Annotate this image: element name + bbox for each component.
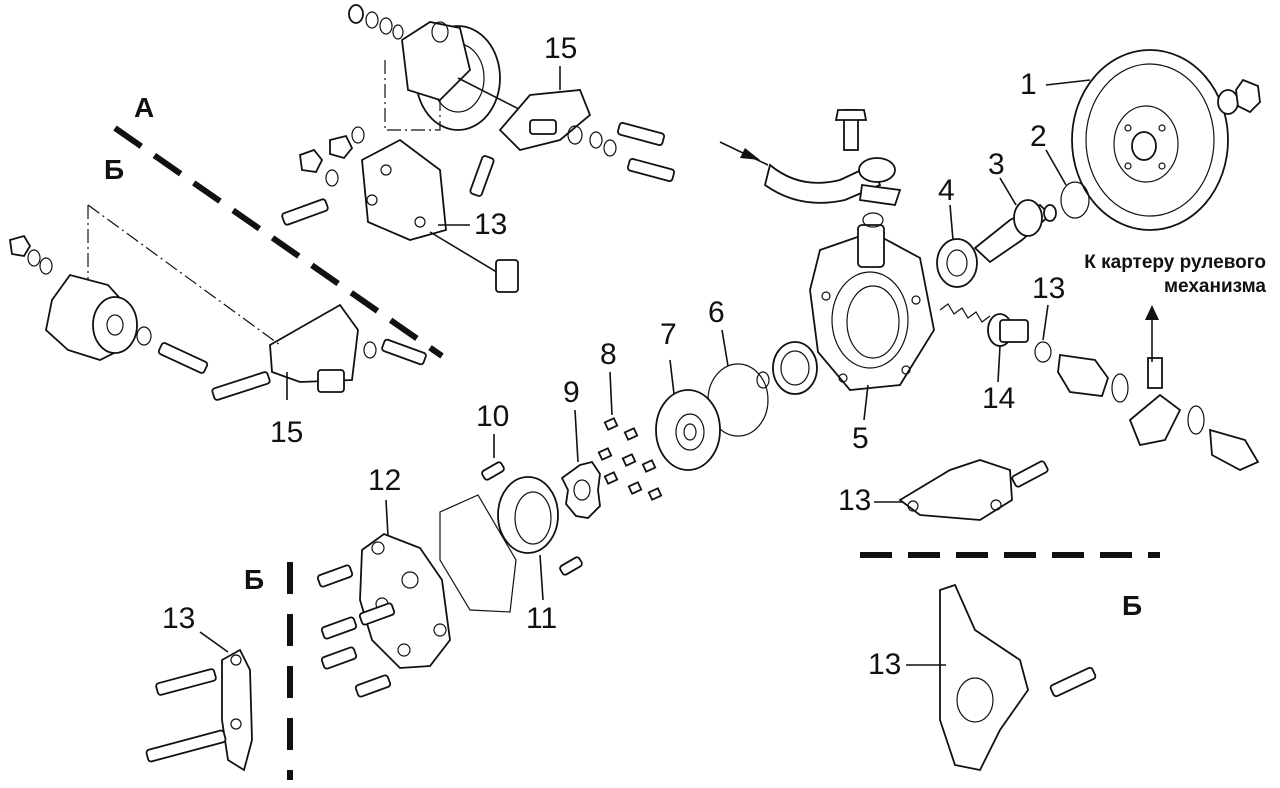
- label-10: 10: [476, 400, 510, 433]
- leader-3: [999, 177, 1017, 206]
- leader-11: [539, 554, 544, 601]
- bracket-top-13: [281, 126, 519, 293]
- section-label-b-mid: Б: [244, 564, 265, 595]
- dowel-pin-lower: [559, 556, 583, 576]
- label-12: 12: [368, 464, 402, 497]
- flow-arrow-shaft: [719, 141, 769, 166]
- label-14: 14: [982, 382, 1016, 415]
- pump-assembly-left: [8, 234, 209, 374]
- leader-7: [669, 359, 675, 395]
- label-4: 4: [938, 174, 955, 207]
- assembly-line-top: [384, 60, 441, 131]
- bracket-left-15: [211, 303, 427, 401]
- drive-shaft: [973, 199, 1057, 264]
- callout-line-2: механизма: [1163, 275, 1266, 297]
- pulley: [1071, 49, 1229, 231]
- leader-13-left: [199, 631, 229, 653]
- steering-gear-callout: К картеру рулевого механизма: [1084, 251, 1266, 299]
- label-13-bracket-top: 13: [474, 208, 508, 241]
- leader-8: [609, 371, 613, 416]
- flow-control-valve: [939, 303, 1052, 363]
- flow-arrow-head: [740, 148, 760, 160]
- outlet-arrow-head: [1145, 305, 1159, 320]
- section-label-b-right: Б: [1122, 590, 1143, 621]
- top-washers: [348, 4, 404, 40]
- leader-9: [574, 409, 579, 463]
- o-ring-small: [756, 371, 770, 389]
- cover-bolts: [316, 564, 396, 698]
- oil-seal: [936, 238, 978, 288]
- pulley-nut: [1217, 78, 1261, 115]
- gasket: [439, 494, 517, 613]
- label-15-left: 15: [270, 416, 304, 449]
- plate-right-bottom: [939, 583, 1097, 772]
- bracket-top-15: [498, 89, 675, 182]
- pump-assembly-top: [401, 21, 561, 131]
- section-divider-a-b: [113, 125, 444, 359]
- assembly-line-left-2: [87, 204, 281, 346]
- label-13-plate-right: 13: [868, 648, 902, 681]
- pressure-plate: [655, 389, 721, 471]
- section-label-b-top: Б: [104, 154, 125, 185]
- leader-13-union: [1042, 304, 1049, 341]
- rotor: [560, 460, 601, 519]
- pump-vanes: [597, 417, 663, 501]
- outlet-union: [1057, 353, 1260, 472]
- cam-ring: [497, 476, 559, 554]
- dowel-pin: [481, 461, 505, 481]
- snap-ring: [1060, 181, 1090, 219]
- leader-1: [1045, 79, 1091, 86]
- suction-hose: [763, 109, 902, 228]
- leader-2: [1045, 149, 1067, 186]
- rear-cover: [359, 532, 451, 669]
- label-9: 9: [563, 376, 580, 409]
- leader-6: [721, 329, 729, 367]
- pump-housing: [809, 224, 935, 391]
- pressure-plate-spring: [772, 341, 818, 395]
- callout-line-1: К картеру рулевого: [1084, 252, 1266, 273]
- label-2: 2: [1030, 120, 1047, 153]
- leader-14: [997, 345, 1001, 383]
- label-7: 7: [660, 318, 677, 351]
- label-1: 1: [1020, 68, 1037, 101]
- leader-5: [863, 384, 869, 421]
- leader-4: [949, 204, 954, 241]
- label-11: 11: [526, 602, 558, 635]
- leader-12: [385, 499, 389, 537]
- label-13-union: 13: [1032, 272, 1066, 305]
- label-5: 5: [852, 422, 869, 455]
- label-13-bracket-mid: 13: [838, 484, 872, 517]
- label-15-top: 15: [544, 32, 578, 65]
- label-3: 3: [988, 148, 1005, 181]
- label-6: 6: [708, 296, 725, 329]
- bracket-right-mid: [898, 459, 1049, 521]
- label-8: 8: [600, 338, 617, 371]
- label-13-bracket-left: 13: [162, 602, 196, 635]
- section-label-a: А: [134, 92, 155, 123]
- bracket-left-bottom: [145, 648, 253, 772]
